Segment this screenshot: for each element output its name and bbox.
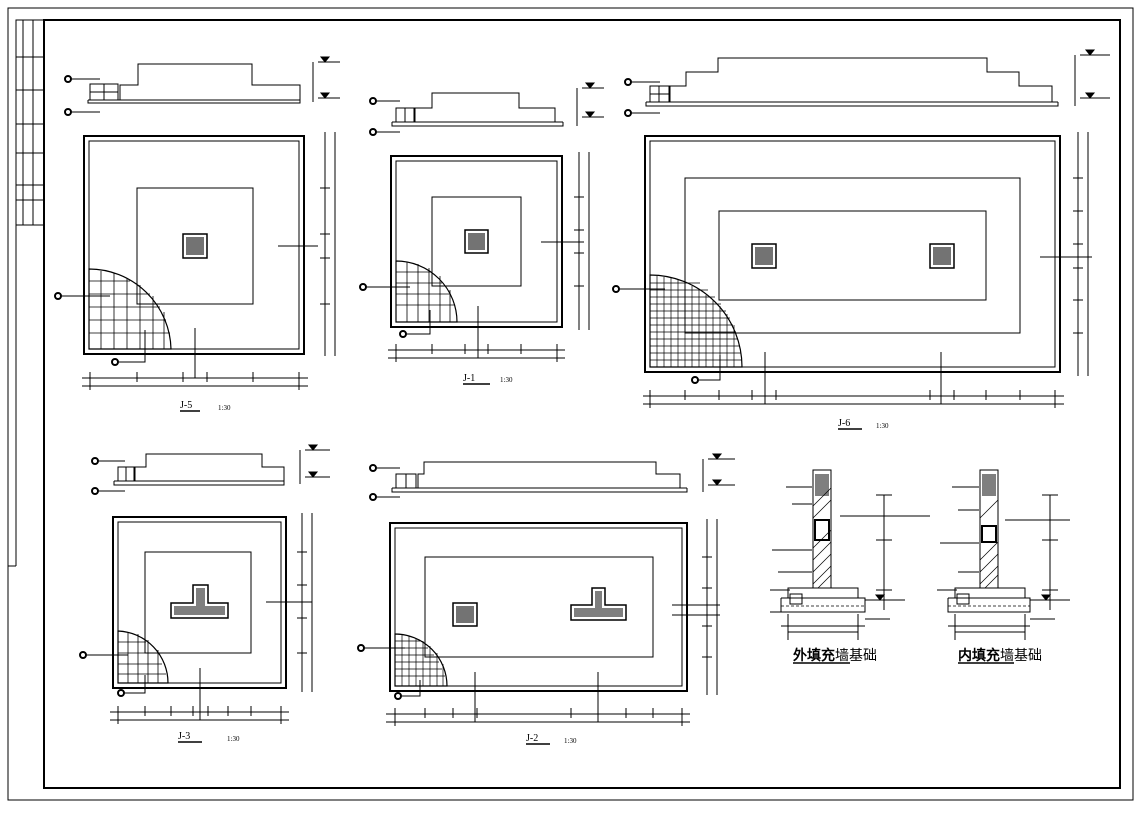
j6-rebar-grid xyxy=(650,276,742,367)
j3-scale: 1:30 xyxy=(227,735,240,743)
inner-wall-title-rest: 墙基础 xyxy=(1000,647,1042,664)
j2-section xyxy=(369,453,735,501)
j2-label: J-2 xyxy=(526,733,538,744)
inner-wall-title: 内填充墙基础 xyxy=(958,647,1042,664)
detail-j3: J-3 1:30 xyxy=(79,444,330,743)
j2-rebar-grid xyxy=(395,635,445,686)
outer-infill-wall-foundation: 外填充墙基础 xyxy=(770,469,930,664)
j1-rebar-grid xyxy=(396,262,454,322)
j1-label: J-1 xyxy=(463,373,475,384)
j6-plan xyxy=(612,132,1092,408)
j3-rebar-grid xyxy=(118,632,166,683)
detail-j1: J-1 1:30 xyxy=(359,82,604,385)
j3-label: J-3 xyxy=(178,731,190,742)
j2-plan xyxy=(357,519,720,726)
j6-section xyxy=(624,49,1110,117)
detail-j5: J-5 1:30 xyxy=(54,56,340,412)
outer-wall-title-rest: 墙基础 xyxy=(835,647,877,664)
j5-scale: 1:30 xyxy=(218,404,231,412)
j5-plan xyxy=(54,132,336,390)
outer-wall-title-bold: 外填充 xyxy=(793,647,835,664)
j1-section xyxy=(369,82,604,136)
j1-plan xyxy=(359,152,590,362)
j5-rebar-grid xyxy=(89,271,170,349)
sheet-frame xyxy=(7,7,1134,801)
j5-section xyxy=(64,56,340,116)
j6-label: J-6 xyxy=(838,418,850,429)
j5-label: J-5 xyxy=(180,400,192,411)
detail-j2: J-2 1:30 xyxy=(357,453,735,745)
j3-section xyxy=(91,444,330,495)
j2-scale: 1:30 xyxy=(564,737,577,745)
inner-infill-wall-foundation: 内填充墙基础 xyxy=(937,469,1070,664)
outer-wall-title: 外填充墙基础 xyxy=(793,647,877,664)
j6-scale: 1:30 xyxy=(876,422,889,430)
j3-plan xyxy=(79,513,313,724)
j1-scale: 1:30 xyxy=(500,376,513,384)
inner-wall-title-bold: 内填充 xyxy=(958,647,1000,664)
detail-j6: J-6 1:30 xyxy=(612,49,1110,430)
